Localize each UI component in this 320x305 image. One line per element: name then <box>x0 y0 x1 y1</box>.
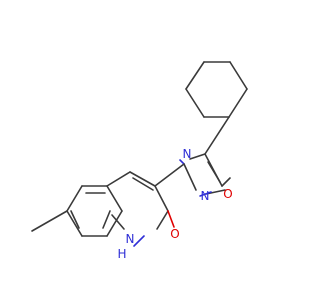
atom-label-nh-n: N <box>126 232 135 246</box>
molecule-svg: N N O N H O <box>31 61 248 261</box>
bond <box>111 214 125 230</box>
bond <box>204 116 230 155</box>
bond <box>70 210 80 229</box>
bond <box>66 185 83 212</box>
bond <box>199 191 212 197</box>
bond <box>133 235 145 247</box>
atom-label-n-oxadiazole-3: N <box>183 147 192 161</box>
bond <box>189 153 206 160</box>
bond <box>221 177 231 187</box>
bonds-group <box>31 61 248 247</box>
bond <box>129 171 156 187</box>
atom-label-nh-h: H <box>117 247 126 261</box>
bond <box>179 159 185 165</box>
atom-label-carbonyl-o: O <box>170 227 179 241</box>
bond <box>102 210 111 229</box>
bond <box>185 88 205 118</box>
bond <box>132 177 154 191</box>
bond <box>156 210 169 230</box>
atom-label-o-oxadiazole: O <box>223 187 232 201</box>
bond <box>183 163 197 191</box>
bond <box>106 185 123 212</box>
bond <box>106 171 131 187</box>
atom-label-n-oxadiazole-4: N <box>201 189 210 203</box>
bond <box>228 88 248 118</box>
bond <box>167 210 175 228</box>
bond <box>31 210 68 232</box>
bond <box>154 163 185 187</box>
bond <box>229 61 248 90</box>
bond <box>207 161 221 183</box>
bond <box>154 185 169 212</box>
structure-diagram: N N O N H O <box>31 61 248 261</box>
bond <box>185 61 205 90</box>
bond <box>66 210 83 237</box>
bond <box>106 210 123 237</box>
